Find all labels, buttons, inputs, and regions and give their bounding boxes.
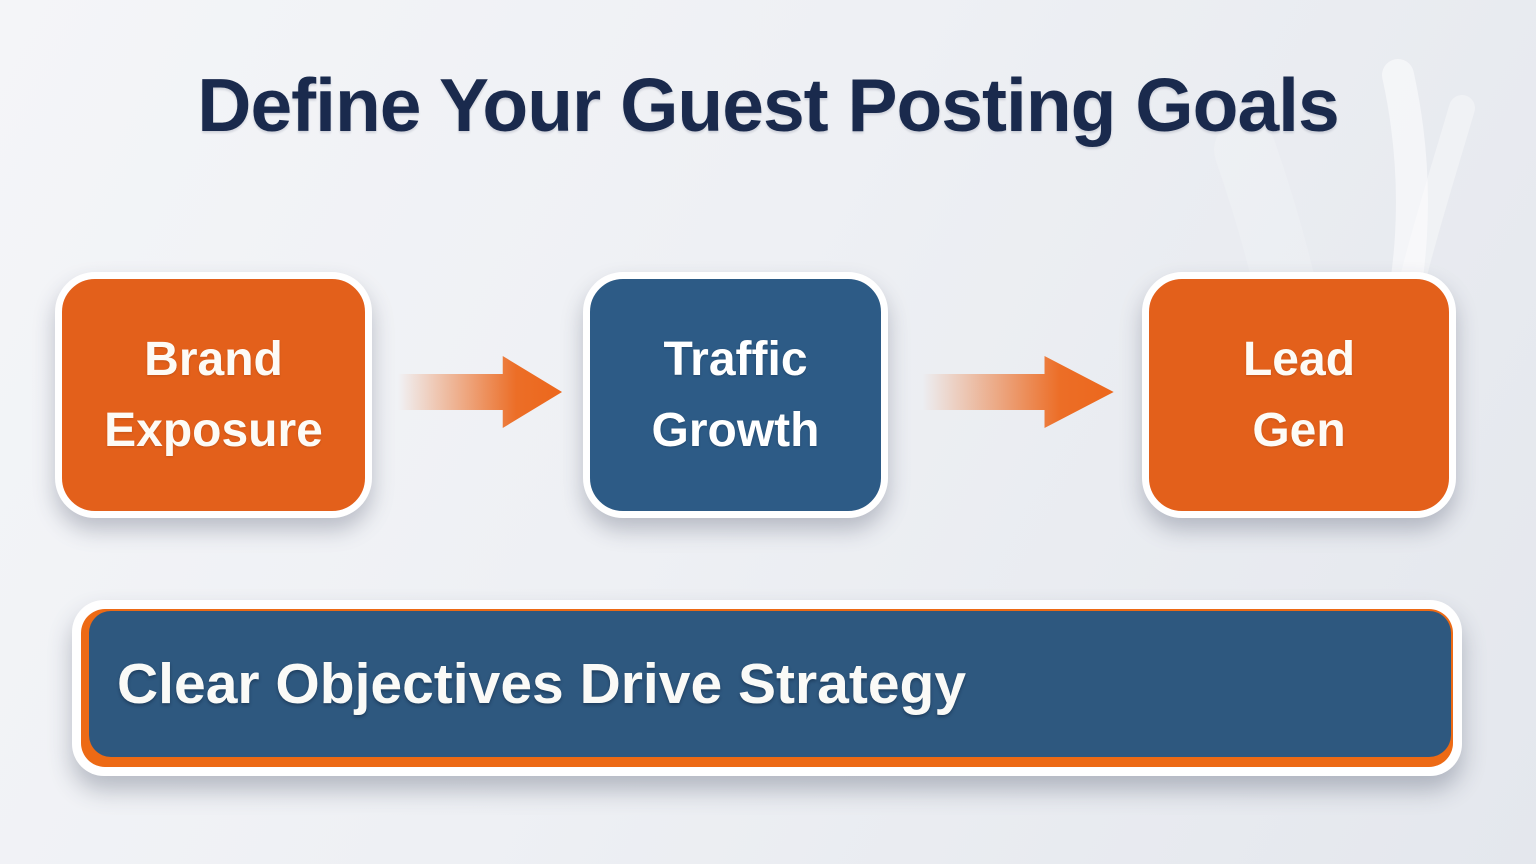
flow-box-lead-gen: Lead Gen [1142,272,1456,518]
flow-box-label: Lead Gen [1243,324,1355,466]
flow-box-traffic-growth: Traffic Growth [583,272,888,518]
box-label-line: Brand [144,332,283,386]
arrow-right-icon [922,356,1114,428]
box-label-line: Growth [651,404,820,457]
box-label-line: Exposure [104,404,323,457]
box-label-line: Traffic [663,332,808,386]
banner-panel: Clear Objectives Drive Strategy [89,611,1451,757]
banner-label: Clear Objectives Drive Strategy [117,652,967,716]
flow-box-label: Brand Exposure [104,324,323,466]
box-label-line: Gen [1252,404,1346,457]
flow-box-brand-exposure: Brand Exposure [55,272,372,518]
box-label-line: Lead [1242,332,1356,386]
arrow-right-icon [397,356,563,428]
strategy-banner: Clear Objectives Drive Strategy [72,600,1462,776]
page-title: Define Your Guest Posting Goals [197,63,1339,147]
flow-box-label: Traffic Growth [652,324,820,466]
